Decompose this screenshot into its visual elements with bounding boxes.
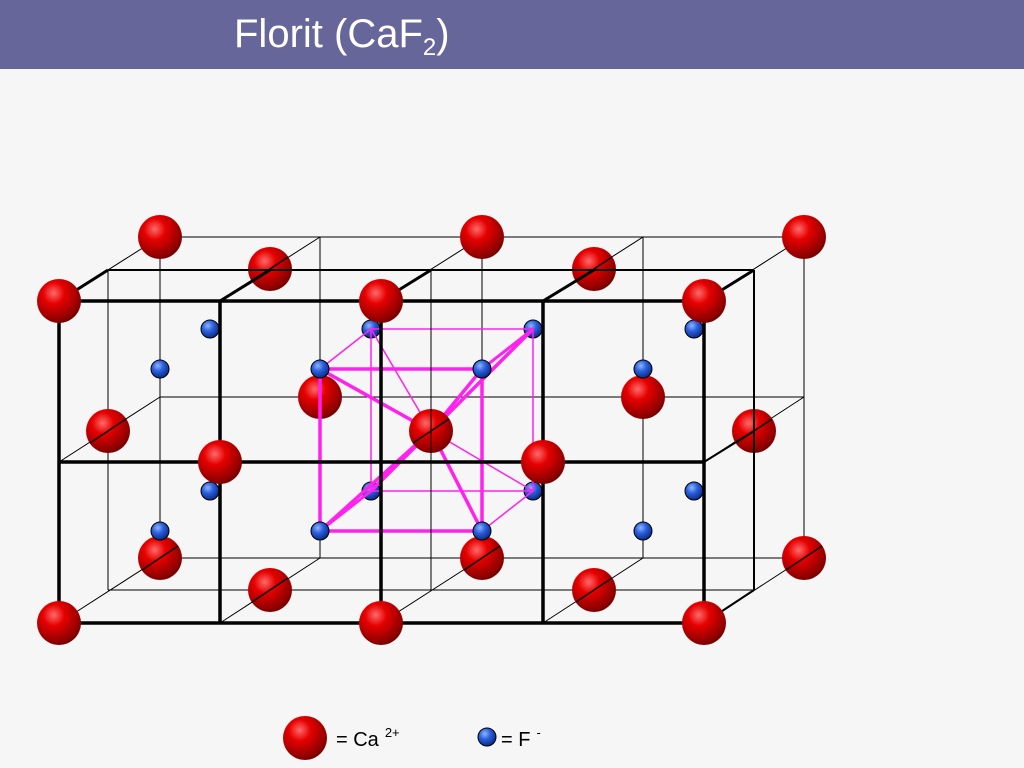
- calcium-atom: [460, 215, 504, 259]
- lattice-edge: [463, 545, 501, 571]
- calcium-atom: [138, 215, 182, 259]
- calcium-atom: [782, 215, 826, 259]
- lattice-edge: [785, 545, 823, 571]
- back-calcium-atoms: [138, 215, 826, 580]
- fluorine-atom: [472, 359, 492, 379]
- legend-fluorine-symbol: [477, 727, 497, 747]
- calcium-atom: [198, 440, 242, 484]
- legend-calcium-text: = Ca: [336, 729, 379, 751]
- coordination-front-face: [318, 367, 484, 533]
- fluorine-atom: [200, 481, 220, 501]
- calcium-atom: [37, 279, 81, 323]
- calcium-atom: [359, 279, 403, 323]
- title-main: Florit (CaF: [234, 12, 423, 56]
- fluorine-atom: [633, 359, 653, 379]
- calcium-atom: [359, 601, 403, 645]
- legend-fluorine-label: = F-: [501, 725, 541, 752]
- fluorine-atom: [472, 521, 492, 541]
- legend-calcium-charge: 2+: [384, 725, 400, 740]
- calcium-atom: [37, 601, 81, 645]
- legend-calcium-symbol: [283, 716, 327, 760]
- fluorine-atom: [150, 521, 170, 541]
- coordination-edge: [481, 490, 534, 532]
- legend-calcium-label: = Ca 2+: [336, 725, 400, 752]
- legend-fluorine-text: = F: [501, 729, 531, 751]
- lattice-edge: [542, 268, 595, 303]
- coordination-edge: [319, 328, 372, 370]
- calcium-atom: [621, 375, 665, 419]
- fluorine-atom: [310, 359, 330, 379]
- lattice-edge: [703, 430, 755, 463]
- title-bar: [0, 0, 1024, 69]
- lattice-edge: [575, 577, 613, 603]
- fluorine-atom: [150, 359, 170, 379]
- legend-fluorine-charge: -: [536, 725, 541, 740]
- front-fluorine-atoms: [150, 359, 653, 541]
- title-end: ): [436, 12, 450, 56]
- lattice-edge: [141, 545, 179, 571]
- calcium-atom: [521, 440, 565, 484]
- front-calcium-atoms: [37, 279, 726, 645]
- calcium-atom: [682, 601, 726, 645]
- fluorine-atom: [684, 481, 704, 501]
- lattice-edge: [89, 418, 127, 444]
- fluorine-atom: [633, 521, 653, 541]
- title-subscript: 2: [422, 34, 437, 61]
- fluorine-atom: [684, 319, 704, 339]
- fluorine-atom: [310, 521, 330, 541]
- lattice-edge: [251, 577, 289, 603]
- slide-title: Florit (CaF2): [234, 10, 450, 61]
- lattice-edge: [219, 268, 271, 303]
- fluorine-atom: [200, 319, 220, 339]
- calcium-atom: [682, 279, 726, 323]
- coordination-bond: [318, 429, 433, 533]
